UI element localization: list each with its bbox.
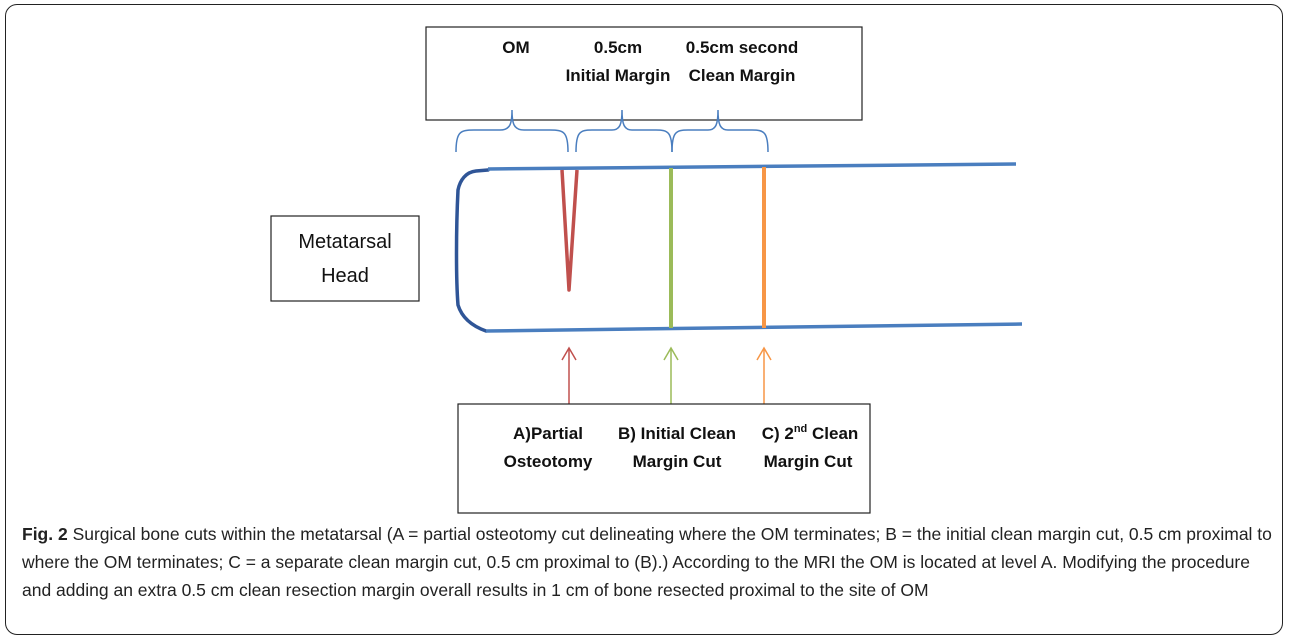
bone-shaft-top-edge <box>487 162 1017 171</box>
bone-shaft-bottom-edge <box>485 322 1023 333</box>
cut-c-label-2: Margin Cut <box>764 452 853 471</box>
figure-caption: Fig. 2 Surgical bone cuts within the met… <box>22 520 1272 604</box>
cut-label-box <box>457 403 871 514</box>
initial-margin-brace <box>575 109 673 153</box>
cut-b-label-2: Margin Cut <box>633 452 722 471</box>
metatarsal-head-label-1: Metatarsal <box>298 231 391 253</box>
metatarsal-head-outline <box>454 168 490 333</box>
figure-number: Fig. 2 <box>22 524 68 544</box>
cut-a-label-2: Osteotomy <box>504 452 593 471</box>
cut-b-label-1: B) Initial Clean <box>618 424 736 443</box>
second-margin-label-2: Clean Margin <box>689 66 796 85</box>
initial-margin-label-2: Initial Margin <box>566 66 671 85</box>
figure-frame <box>5 4 1283 635</box>
arrow-c <box>756 346 772 404</box>
om-label: OM <box>502 38 529 57</box>
arrow-b <box>663 346 679 404</box>
om-brace <box>455 109 569 153</box>
cut-a-label-1: A)Partial <box>513 424 583 443</box>
arrow-a <box>561 346 577 404</box>
second-margin-label-1: 0.5cm second <box>686 38 798 57</box>
caption-text: Surgical bone cuts within the metatarsal… <box>22 524 1272 600</box>
initial-margin-label-1: 0.5cm <box>594 38 642 57</box>
metatarsal-head-label-2: Head <box>321 265 369 287</box>
metatarsal-head-box <box>270 215 420 302</box>
partial-osteotomy-cut-a <box>560 169 579 292</box>
margin-label-box <box>425 26 863 121</box>
second-margin-brace <box>671 109 769 153</box>
cut-c-label-1: C) 2nd Clean <box>762 423 859 443</box>
